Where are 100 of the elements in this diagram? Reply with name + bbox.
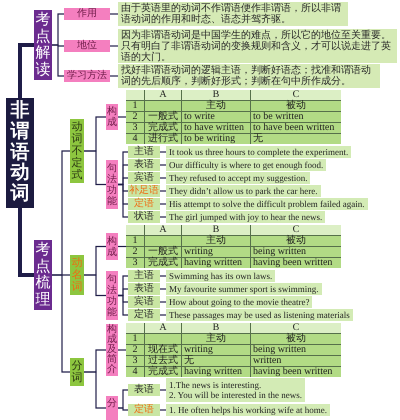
connector-line — [84, 150, 106, 186]
section-box: 考点解读 — [34, 10, 52, 80]
row-number: 3 — [126, 258, 144, 268]
description-box: 找好非谓语动词的逻辑主语，判断好语态；找准和谓语动词的先后顺序，判断好形式；判断在句中所作成分。 — [118, 64, 380, 88]
connector-line — [52, 274, 70, 373]
description-box: 由于英语里的动词不作谓语便作非谓语，所以非谓语动词的作用和时态、语态并驾齐驱。 — [118, 2, 348, 26]
function-tag: 主语 — [128, 270, 160, 282]
column-header: C — [251, 225, 341, 235]
section-box: 考点梳理 — [34, 240, 52, 310]
example-sentence: 1. He often helps his working wife at home. — [166, 404, 330, 416]
table-cell: 主动 — [182, 101, 250, 111]
row-number: 4 — [126, 367, 144, 377]
column-header: B — [182, 323, 250, 333]
example-sentence: 1.The news is interesting. — [169, 380, 262, 390]
table-cell: to be writing — [182, 134, 250, 144]
example-sentence: My favourite summer sport is swimming. — [166, 283, 322, 295]
table-cell: having written — [182, 367, 250, 377]
row-number: 2 — [126, 345, 144, 355]
table-cell: to have written — [182, 123, 250, 133]
root-topic-box: 非谓语动词 — [6, 98, 34, 208]
table-cell: 过去式 — [145, 356, 181, 366]
topic-tag: 构成及简介 — [106, 324, 118, 376]
table-cell: 进行式 — [145, 134, 181, 144]
table-cell: writing — [182, 345, 250, 355]
table-cell: 被动 — [251, 334, 341, 344]
function-tag: 表语 — [128, 384, 160, 396]
topic-tag: 作用 — [64, 8, 110, 20]
function-tag: 定语 — [128, 198, 160, 210]
table-cell: to write — [182, 112, 250, 122]
function-tag: 表语 — [128, 159, 160, 171]
table-cell: having been written — [251, 258, 341, 268]
table-cell: 无 — [182, 356, 250, 366]
table-cell: 完成式 — [145, 258, 181, 268]
table-cell: being written — [251, 345, 341, 355]
column-header: B — [182, 225, 250, 235]
conjugation-table — [126, 90, 341, 144]
column-header: C — [251, 323, 341, 333]
example-sentence: It took us three hours to complete the experiment. — [166, 146, 352, 158]
table-cell: having written — [182, 258, 250, 268]
example-sentence: 2. You will be interested in the news. — [169, 390, 302, 400]
row-number: 1 — [126, 334, 144, 344]
column-header: C — [251, 90, 341, 100]
row-number: 3 — [126, 123, 144, 133]
table-cell: 主动 — [182, 236, 250, 246]
table-cell: 一般式 — [145, 247, 181, 257]
connector-line — [118, 407, 128, 411]
function-tag: 主语 — [128, 146, 160, 158]
example-sentence: Swimming has its own laws. — [166, 270, 276, 282]
column-header: B — [182, 90, 250, 100]
row-number: 3 — [126, 356, 144, 366]
function-tag: 表语 — [128, 283, 160, 295]
topic-tag: 分 — [106, 396, 118, 420]
table-cell: 完成式 — [145, 123, 181, 133]
example-sentence: They didn’t allow us to park the car here. — [166, 185, 321, 197]
connector-line — [118, 294, 128, 316]
table-cell: having been written — [251, 367, 341, 377]
function-tag: 宾语 — [128, 296, 160, 308]
table-cell: 一般式 — [145, 112, 181, 122]
function-tag: 状语 — [128, 211, 160, 223]
table-cell: 被动 — [251, 101, 341, 111]
column-header: A — [145, 323, 181, 333]
topic-tag: 地位 — [64, 40, 110, 52]
conjugation-table — [126, 225, 341, 268]
row-number: 4 — [126, 134, 144, 144]
row-number: 2 — [126, 247, 144, 257]
conjugation-table — [126, 323, 341, 377]
table-cell: 被动 — [251, 236, 341, 246]
topic-tag: 构成 — [106, 233, 118, 260]
table-cell: 无 — [251, 134, 341, 144]
function-tag: 定语 — [128, 309, 160, 321]
connector-line — [84, 274, 106, 296]
row-number: 2 — [126, 112, 144, 122]
category-box: 动词不定式 — [70, 119, 84, 183]
table-cell: written — [251, 356, 341, 366]
example-sentence: These passages may be used as listening materials — [166, 309, 353, 321]
connector-line — [18, 43, 34, 98]
column-header: A — [145, 90, 181, 100]
table-cell: being written — [251, 247, 341, 257]
example-sentence: How about going to the movie theatre? — [166, 296, 312, 308]
function-tag: 补足语 — [128, 185, 160, 197]
row-number: 1 — [126, 101, 144, 111]
topic-tag: 句法功能 — [106, 160, 118, 209]
table-cell: 现在式 — [145, 345, 181, 355]
connector-line — [52, 44, 64, 77]
function-tag: 定语 — [128, 404, 160, 416]
example-sentence: They refused to accept my suggestion. — [166, 172, 310, 184]
topic-tag: 构成 — [106, 104, 118, 130]
table-cell: to have been written — [251, 123, 341, 133]
example-sentence: Our difficulty is where to get enough food. — [166, 159, 326, 171]
category-box: 动名词 — [70, 255, 84, 295]
function-tag: 宾语 — [128, 172, 160, 184]
description-box: 因为非谓语动词是中国学生的难点，所以它的地位至关重要。只有明白了非谓语动词的变换规则和含义，才可以说走进了英语的大门。 — [118, 29, 397, 63]
row-number: 1 — [126, 236, 144, 246]
table-cell: 主动 — [182, 334, 250, 344]
example-sentence: The girl jumped with joy to hear the news. — [166, 211, 326, 223]
connector-line — [118, 184, 128, 218]
topic-tag: 学习方法 — [64, 70, 110, 82]
example-sentence: His attempt to solve the difficult problem failed again. — [166, 198, 368, 210]
example-box — [166, 378, 305, 402]
category-box: 分词 — [70, 358, 84, 386]
